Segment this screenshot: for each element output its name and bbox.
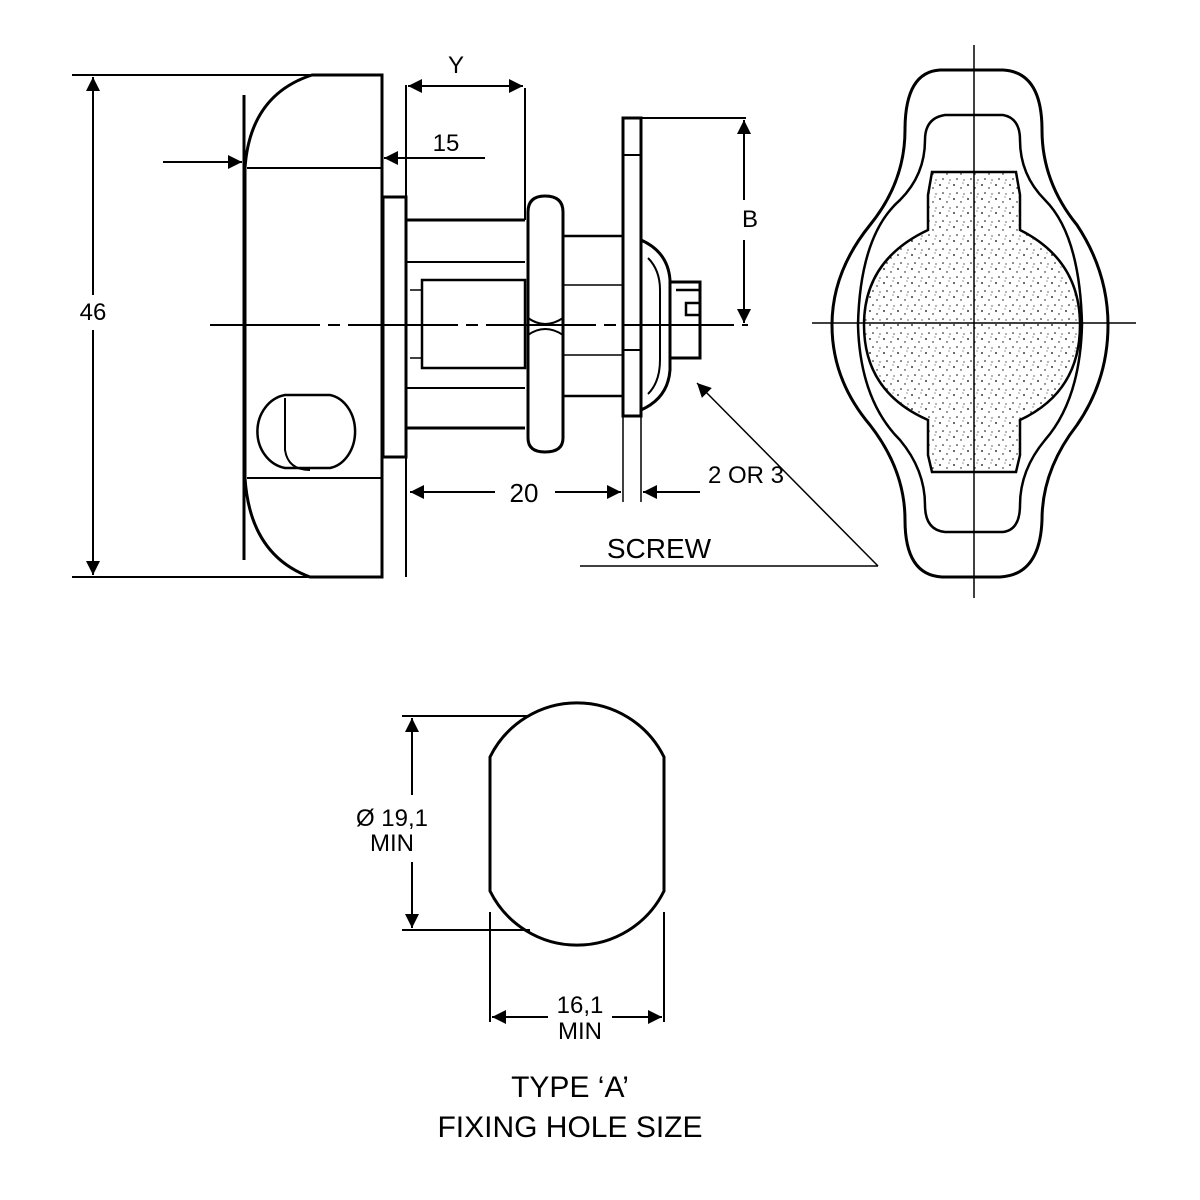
knob-key-slot [256, 393, 357, 471]
dim-15-label: 15 [433, 130, 460, 157]
y-label: Y [448, 52, 464, 79]
barrel [406, 218, 527, 430]
width-label-line1: 16,1 [557, 992, 604, 1019]
thread-section [561, 234, 625, 398]
dim-20-label: 20 [510, 478, 539, 508]
knob-inner-outline [856, 113, 1084, 534]
flange [381, 195, 408, 459]
caption-line2: FIXING HOLE SIZE [437, 1111, 702, 1144]
width-label-line2: MIN [558, 1018, 602, 1045]
height-label: 46 [80, 299, 107, 326]
dim-2or3-label: 2 OR 3 [708, 462, 784, 489]
front-view [812, 45, 1136, 598]
side-view: Y 15 B 20 2 OR 3 SCREW 46 [72, 52, 879, 579]
b-label: B [742, 206, 758, 233]
diameter-label-line2: MIN [370, 830, 414, 857]
screw-label: SCREW [607, 533, 712, 564]
diameter-label-line1: Ø 19,1 [356, 805, 428, 832]
fixing-hole-outline [488, 701, 666, 947]
cylinder-face [862, 170, 1082, 474]
knob-outline [830, 68, 1110, 579]
caption-line1: TYPE ‘A’ [511, 1071, 629, 1104]
cam-plate [621, 116, 746, 502]
fixing-hole-view: Ø 19,1 MIN 16,1 MIN TYPE ‘A’ FIXING HOLE… [356, 701, 703, 1144]
